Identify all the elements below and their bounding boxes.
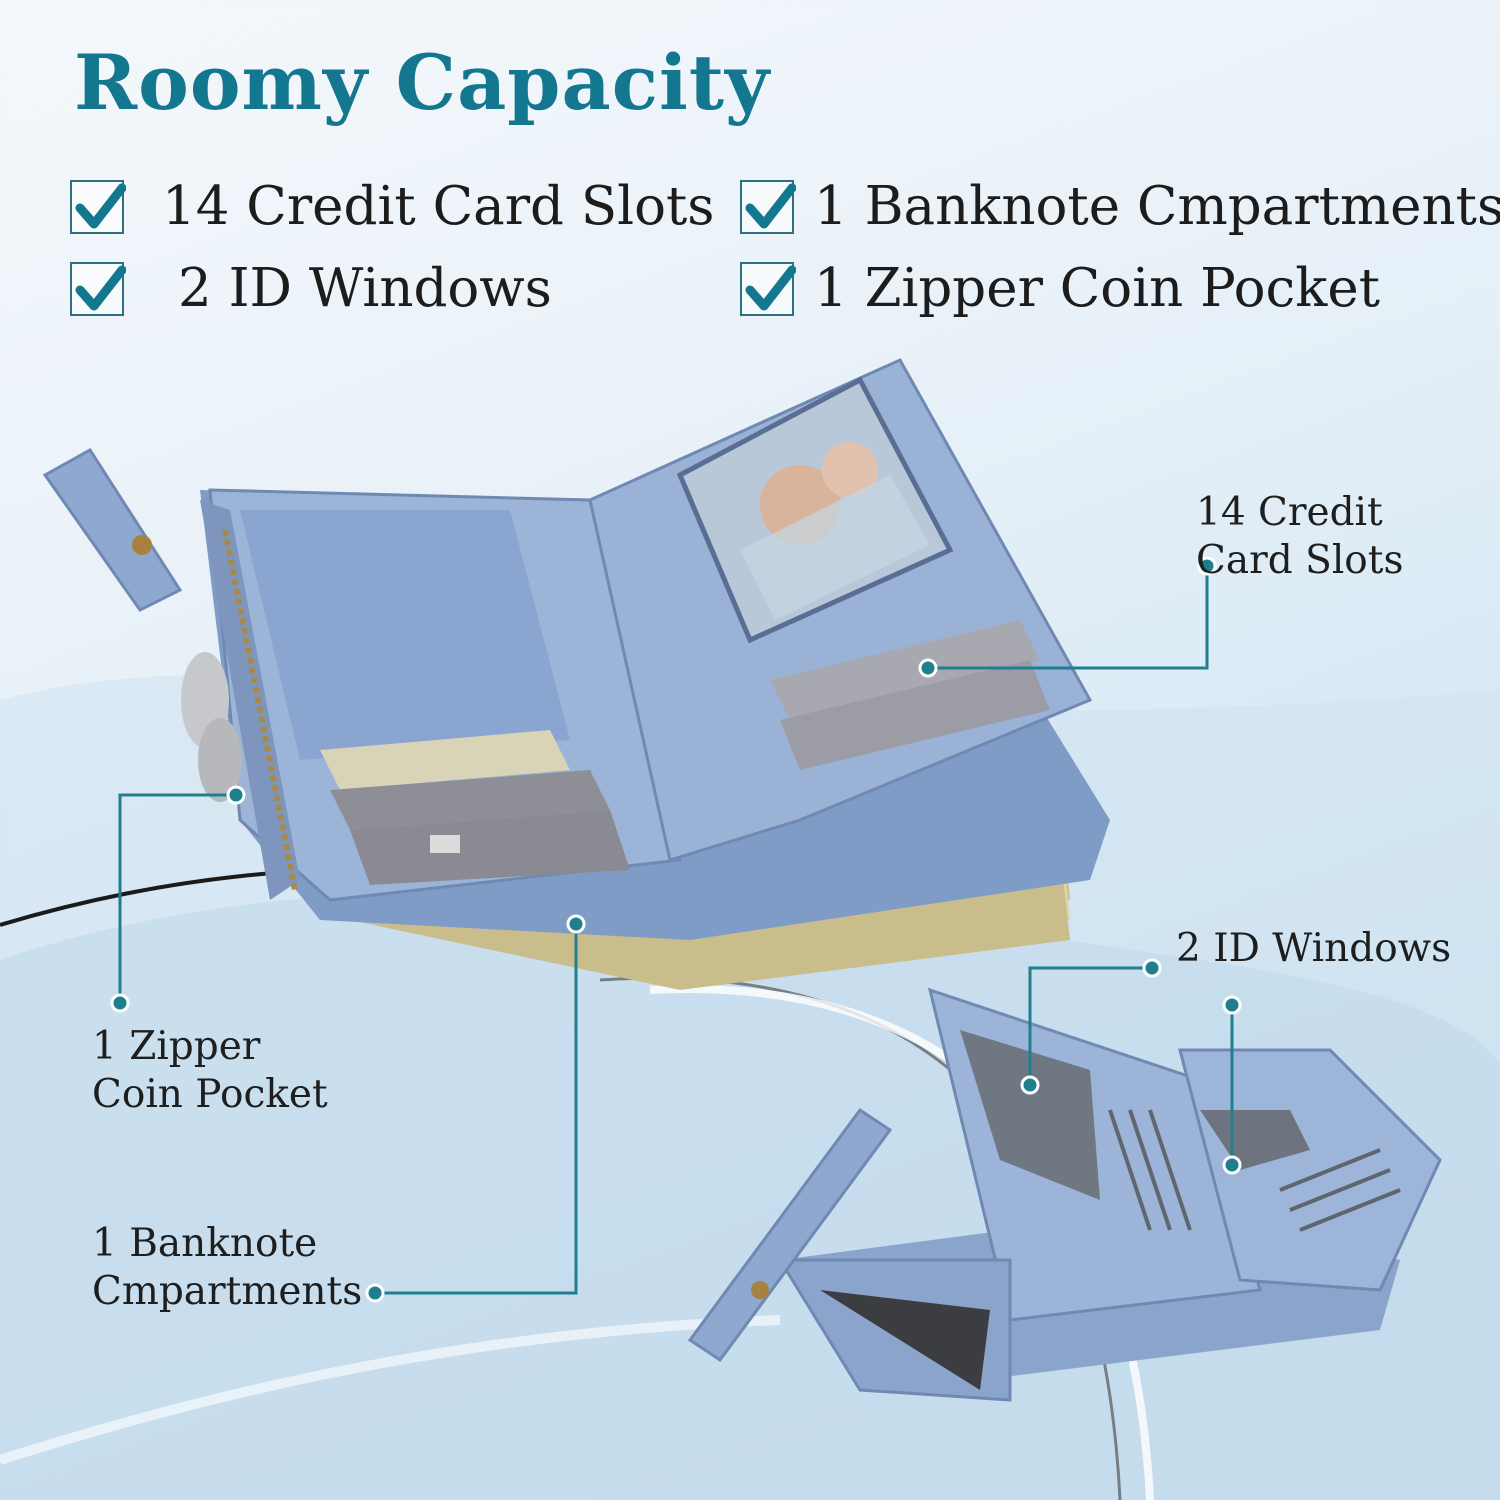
feature-zipper-coin-pocket: 1 Zipper Coin Pocket — [740, 258, 1380, 319]
callout-line: 1 Banknote — [92, 1221, 318, 1266]
callout-banknote: 1 Banknote Cmpartments — [92, 1220, 362, 1316]
check-icon — [740, 179, 796, 234]
check-icon — [740, 261, 796, 316]
wallet-small-image — [687, 987, 1442, 1402]
check-icon — [70, 261, 126, 316]
callout-line: 2 ID Windows — [1176, 926, 1452, 971]
callout-line: 14 Credit — [1196, 490, 1383, 535]
feature-label: 1 Zipper Coin Pocket — [814, 258, 1381, 319]
feature-id-windows: 2 ID Windows — [70, 258, 552, 319]
callout-coin-pocket: 1 Zipper Coin Pocket — [92, 1023, 328, 1119]
callout-line: Card Slots — [1196, 538, 1404, 583]
feature-credit-card-slots: 14 Credit Card Slots — [70, 176, 715, 237]
callout-line: 1 Zipper — [92, 1024, 261, 1069]
wallet-main-image — [42, 358, 1110, 990]
callout-id-windows: 2 ID Windows — [1176, 925, 1451, 973]
feature-label: 14 Credit Card Slots — [162, 176, 715, 237]
page-title: Roomy Capacity — [74, 38, 771, 127]
check-icon — [70, 179, 126, 234]
callout-card-slots: 14 Credit Card Slots — [1196, 489, 1403, 585]
feature-banknote: 1 Banknote Cmpartments — [740, 176, 1500, 237]
callout-line: Coin Pocket — [92, 1072, 328, 1117]
feature-label: 2 ID Windows — [178, 258, 552, 319]
callout-line: Cmpartments — [92, 1269, 363, 1314]
feature-label: 1 Banknote Cmpartments — [814, 176, 1500, 237]
